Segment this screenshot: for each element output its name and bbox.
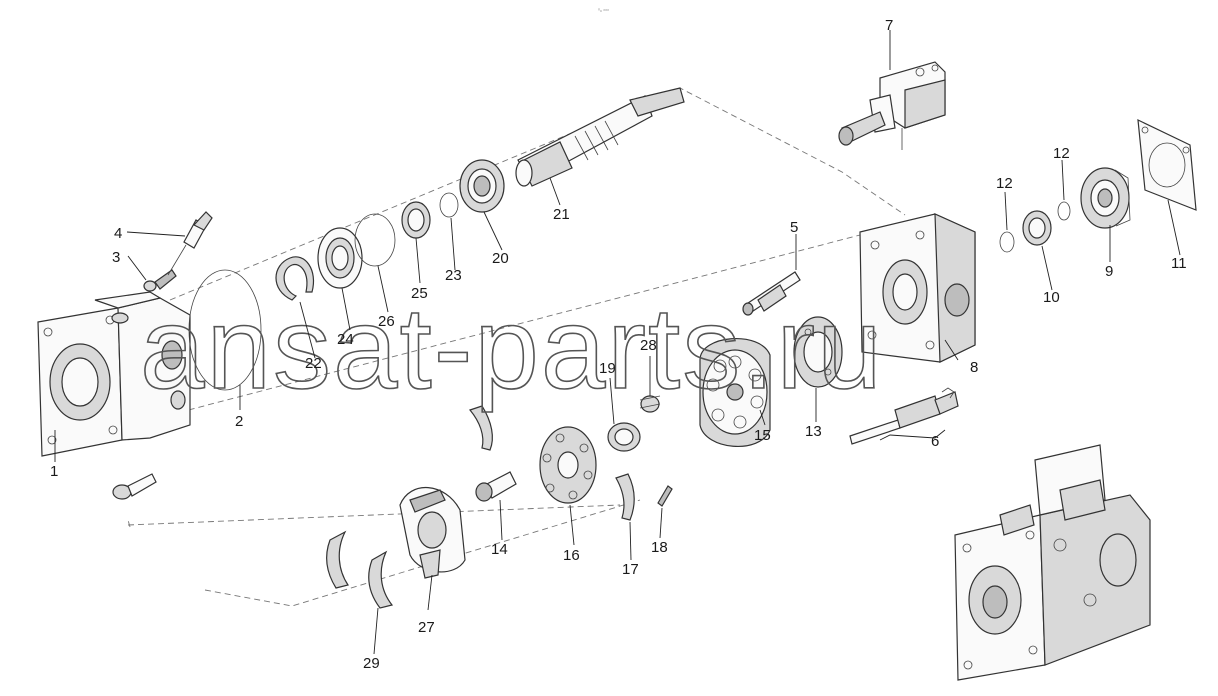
callout-22: 22 xyxy=(305,355,322,372)
callout-24: 24 xyxy=(337,331,354,348)
part-gear-wheel xyxy=(1080,167,1131,229)
part-sealing-ring xyxy=(354,213,396,267)
callout-14: 14 xyxy=(491,541,508,558)
callout-21: 21 xyxy=(553,206,570,223)
callouts: 1 2 3 4 5 6 7 8 9 10 11 12 12 13 14 15 1… xyxy=(50,17,1187,672)
part-end-cover xyxy=(859,213,976,363)
part-fitting xyxy=(167,211,213,276)
callout-18: 18 xyxy=(651,539,668,556)
part-cradle-bearing-1 xyxy=(326,530,349,589)
callout-26: 26 xyxy=(378,313,395,330)
part-swash-plate xyxy=(399,487,466,579)
callout-6: 6 xyxy=(931,433,939,450)
part-pin xyxy=(657,485,673,507)
part-bearing-shell-upper xyxy=(468,405,493,451)
assembly-dashed-lines xyxy=(127,87,906,607)
part-pump-housing xyxy=(37,291,191,457)
callout-23: 23 xyxy=(445,267,462,284)
part-cradle-bearing-2 xyxy=(368,550,394,609)
assembled-pump-view xyxy=(954,444,1151,681)
part-spacer xyxy=(401,201,431,239)
callout-12-a: 12 xyxy=(996,175,1013,192)
part-snap-ring xyxy=(439,192,459,218)
callout-3: 3 xyxy=(112,249,120,266)
part-o-ring-large xyxy=(188,269,262,391)
callout-28: 28 xyxy=(640,337,657,354)
callout-12-b: 12 xyxy=(1053,145,1070,162)
callout-5: 5 xyxy=(790,219,798,236)
callout-13: 13 xyxy=(805,423,822,440)
part-bearing-shell xyxy=(615,473,635,521)
part-spring xyxy=(639,395,661,413)
part-circlip xyxy=(275,256,314,301)
callout-19: 19 xyxy=(599,360,616,377)
callout-17: 17 xyxy=(622,561,639,578)
callout-10: 10 xyxy=(1043,289,1060,306)
callout-2: 2 xyxy=(235,413,243,430)
part-control-valve xyxy=(838,61,946,150)
watermark: ansat-parts.ru xyxy=(140,283,884,413)
part-bolt xyxy=(112,473,157,500)
callout-15: 15 xyxy=(754,427,771,444)
part-needle-bearing xyxy=(1022,210,1052,246)
callout-8: 8 xyxy=(970,359,978,376)
part-cover-plate xyxy=(1137,118,1197,211)
callout-16: 16 xyxy=(563,547,580,564)
part-retaining-ring-1 xyxy=(999,231,1015,253)
part-bushing xyxy=(607,422,641,452)
part-retaining-plate xyxy=(539,426,597,504)
callout-27: 27 xyxy=(418,619,435,636)
callout-20: 20 xyxy=(492,250,509,267)
part-adjusting-screw xyxy=(742,271,801,316)
part-retaining-ring-2 xyxy=(1057,201,1071,221)
part-piston xyxy=(475,471,517,502)
callout-29: 29 xyxy=(363,655,380,672)
callout-11: 11 xyxy=(1171,255,1187,272)
callout-7: 7 xyxy=(885,17,893,34)
callout-25: 25 xyxy=(411,285,428,302)
part-shaft-seal xyxy=(317,227,363,289)
callout-4: 4 xyxy=(114,225,122,242)
top-note: ⁰ₙ ᵒᵒᵒ xyxy=(598,8,609,14)
part-piston-assembly xyxy=(849,387,959,445)
part-screw-plug xyxy=(143,269,177,292)
part-valve-plate xyxy=(793,316,843,388)
leader-lines xyxy=(54,30,1181,655)
part-cylinder-block xyxy=(699,337,771,448)
part-bearing xyxy=(459,159,505,213)
callout-1: 1 xyxy=(50,463,58,480)
callout-9: 9 xyxy=(1105,263,1113,280)
part-drive-shaft xyxy=(515,87,685,187)
